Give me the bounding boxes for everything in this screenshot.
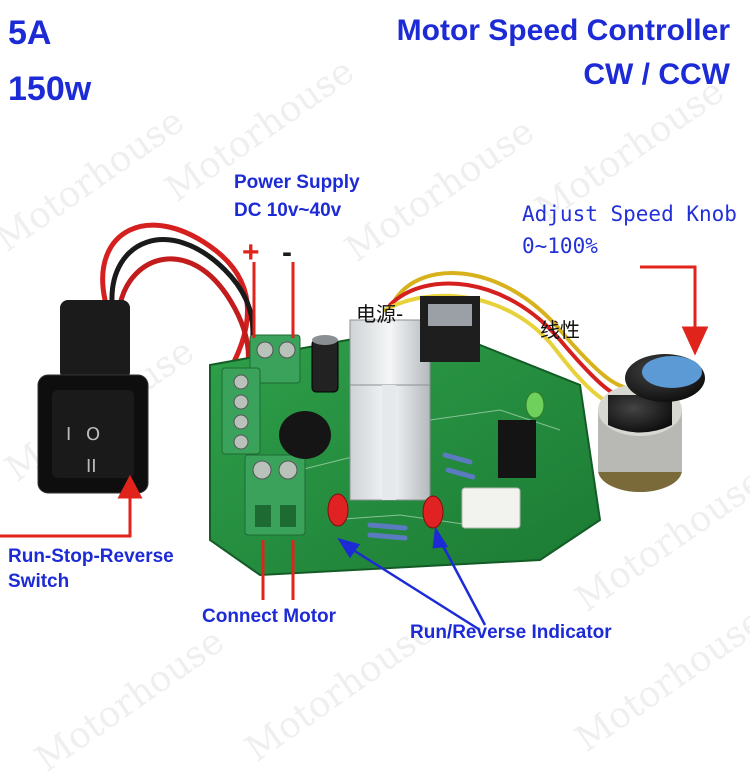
red-led-run [327, 493, 349, 527]
switch-terminal [221, 367, 261, 455]
switch-arrow [0, 474, 143, 538]
power-terminal [249, 334, 301, 384]
power-arrows [252, 262, 295, 338]
indicator-arrows [337, 526, 487, 632]
electrolytic-capacitor [311, 335, 339, 393]
svg-text:I: I [66, 424, 71, 445]
board-label-linear: 线性 [540, 318, 580, 342]
knob-range: 0~100% [522, 234, 598, 258]
resistors [367, 452, 476, 541]
power-rating: 150w [8, 70, 92, 108]
red-led-reverse [422, 495, 444, 529]
power-supply-voltage: DC 10v~40v [234, 200, 342, 221]
motor-label: Connect Motor [202, 606, 337, 627]
knob-label: Adjust Speed Knob [522, 202, 737, 226]
switch-label: Run-Stop-Reverse [8, 546, 174, 567]
pot-connector [461, 487, 521, 529]
heatsink-front [349, 384, 431, 501]
motor-arrows [261, 540, 295, 600]
product-photo: Motorhouse Motorhouse Motorhouse Motorho… [0, 14, 750, 780]
minus-sign: - [282, 236, 292, 269]
relay [279, 411, 331, 459]
rocker-switch: I O II [37, 300, 149, 494]
controller-illustration: I O II [0, 222, 709, 632]
indicator-label: Run/Reverse Indicator [410, 622, 612, 643]
power-supply-label: Power Supply [234, 172, 360, 193]
svg-text:II: II [86, 456, 97, 477]
motor-terminal [244, 454, 306, 536]
plus-sign: + [242, 236, 260, 269]
svg-text:O: O [86, 424, 100, 445]
switch-label-2: Switch [8, 571, 70, 592]
knob-arrow [640, 265, 709, 356]
current-rating: 5A [8, 14, 52, 52]
ic-chip [498, 420, 536, 478]
speed-knob [598, 354, 705, 492]
product-subtitle: CW / CCW [583, 58, 730, 91]
product-title: Motor Speed Controller [396, 14, 730, 47]
green-led [525, 391, 545, 419]
board-label-power: 电源- [356, 302, 404, 326]
